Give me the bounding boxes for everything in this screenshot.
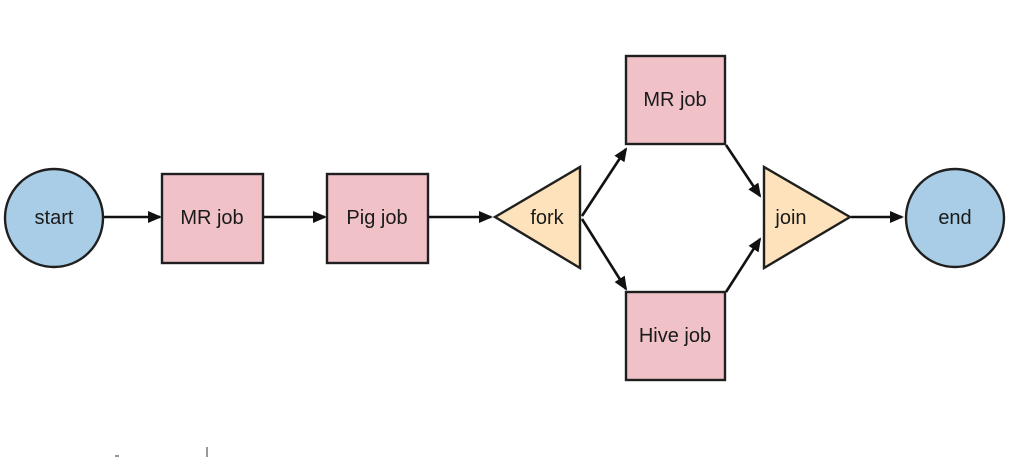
edges — [104, 144, 904, 293]
mr-job-2-box — [624, 54, 727, 146]
edge-fork-to-hive-job — [580, 218, 628, 291]
hive-job-label: Hive job — [639, 325, 711, 347]
node-pig-job: Pig job — [325, 172, 430, 265]
hive-job-box — [624, 290, 727, 382]
node-start: start — [3, 167, 105, 269]
node-mr-job-1: MR job — [160, 172, 265, 265]
join-label: join — [774, 207, 806, 229]
pig-job-label: Pig job — [346, 207, 407, 229]
start-label: start — [35, 207, 74, 229]
mr-job-1-box — [160, 172, 265, 265]
join-triangle — [762, 164, 853, 271]
pig-job-box — [325, 172, 430, 265]
fork-triangle — [492, 164, 582, 271]
node-hive-job: Hive job — [624, 290, 727, 382]
start-circle — [3, 167, 105, 269]
node-join: join — [762, 164, 853, 271]
fork-label: fork — [530, 207, 564, 229]
node-fork: fork — [492, 164, 582, 271]
mr-job-2-label: MR job — [643, 89, 706, 111]
end-circle — [904, 167, 1006, 269]
node-mr-job-2: MR job — [624, 54, 727, 146]
mr-job-1-label: MR job — [180, 207, 243, 229]
edge-fork-to-mr-job — [580, 147, 628, 217]
end-label: end — [938, 207, 971, 229]
edge-mr-job-to-join — [724, 144, 762, 198]
node-end: end — [904, 167, 1006, 269]
edge-hive-job-to-join — [724, 237, 762, 293]
